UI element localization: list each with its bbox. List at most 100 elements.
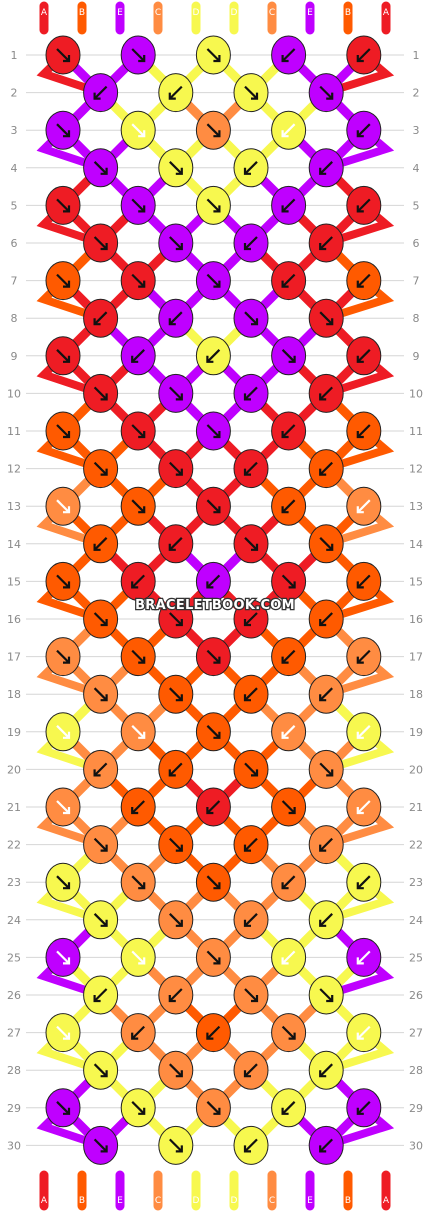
- knot: [308, 223, 344, 263]
- knot-arrow-head: [243, 243, 251, 251]
- row-number-right: 14: [409, 538, 423, 551]
- knot-arrow-shaft: [56, 800, 70, 814]
- knot: [308, 148, 344, 188]
- knot: [308, 825, 344, 865]
- knot-arrow-shaft: [206, 273, 221, 288]
- knot-arrow-head: [100, 167, 108, 175]
- knot: [308, 599, 344, 639]
- knot-arrow-shaft: [93, 161, 108, 175]
- knot-arrow-shaft: [206, 1025, 221, 1040]
- knot-arrow-shaft: [169, 837, 183, 852]
- knot: [45, 185, 81, 225]
- knot-arrow-shaft: [281, 649, 296, 664]
- row-number-right: 4: [413, 162, 420, 175]
- knot: [45, 35, 81, 75]
- knot-arrow-shaft: [93, 1138, 108, 1153]
- knot-arrow-head: [93, 318, 101, 326]
- knot-arrow-head: [63, 1107, 71, 1115]
- knot-arrow-head: [281, 55, 289, 63]
- row-number-left: 2: [11, 87, 18, 100]
- knot-arrow-shaft: [319, 161, 333, 175]
- knot-grid: [45, 35, 382, 1165]
- knot-arrow-head: [288, 1032, 296, 1040]
- strand-label-bottom: C: [155, 1196, 161, 1206]
- knot-arrow-shaft: [93, 236, 108, 250]
- knot-arrow-head: [281, 280, 289, 288]
- knot-arrow-head: [138, 205, 146, 213]
- knot-arrow-shaft: [93, 85, 108, 100]
- knot-arrow-shaft: [319, 762, 333, 777]
- knot-arrow-head: [356, 55, 364, 63]
- knot: [195, 185, 231, 225]
- strand-label-bottom: B: [345, 1196, 351, 1206]
- row-number-right: 6: [413, 237, 420, 250]
- knot: [158, 749, 194, 789]
- knot: [346, 1013, 382, 1053]
- knot: [120, 561, 156, 601]
- knot-arrow-shaft: [131, 1101, 145, 1115]
- knot: [271, 1088, 307, 1128]
- knot-arrow-head: [175, 1145, 183, 1153]
- knot-arrow-head: [319, 243, 327, 251]
- knot-arrow-shaft: [319, 687, 333, 701]
- knot-arrow-head: [251, 318, 259, 326]
- knot-arrow-head: [356, 506, 364, 514]
- knot: [195, 862, 231, 902]
- knot-arrow-shaft: [281, 1025, 296, 1040]
- knot: [271, 261, 307, 301]
- knot-arrow-shaft: [56, 950, 70, 965]
- knot: [158, 73, 194, 113]
- knot-arrow-shaft: [357, 198, 371, 213]
- knot: [233, 825, 269, 865]
- knot-arrow-head: [213, 55, 221, 63]
- knot-arrow-head: [138, 882, 146, 890]
- knot: [83, 749, 119, 789]
- knot-arrow-head: [175, 468, 183, 476]
- knot: [83, 524, 119, 564]
- strand-label-bottom: A: [383, 1196, 390, 1206]
- knot-arrow-shaft: [206, 48, 221, 62]
- knot: [120, 637, 156, 677]
- knot-arrow-head: [168, 995, 176, 1003]
- knot-arrow-shaft: [357, 48, 371, 62]
- knot-arrow-shaft: [56, 273, 70, 288]
- knot-arrow-shaft: [56, 574, 70, 589]
- knot-arrow-head: [63, 1032, 71, 1040]
- knot: [195, 1013, 231, 1053]
- knot: [346, 1088, 382, 1128]
- knot-arrow-head: [251, 543, 259, 551]
- knot-arrow-head: [356, 205, 364, 213]
- knot: [308, 749, 344, 789]
- knot-arrow-shaft: [169, 386, 183, 401]
- knot-arrow-shaft: [169, 762, 183, 777]
- knot-arrow-shaft: [281, 574, 296, 589]
- knot: [120, 261, 156, 301]
- knot-arrow-head: [319, 167, 327, 175]
- knot: [346, 937, 382, 977]
- knot-arrow-shaft: [131, 1025, 145, 1040]
- knot-arrow-head: [213, 431, 221, 439]
- knot: [45, 937, 81, 977]
- knot-arrow-shaft: [206, 950, 221, 965]
- strand-label-top: E: [307, 8, 313, 18]
- knot: [195, 787, 231, 827]
- knot: [195, 637, 231, 677]
- knot-arrow-shaft: [206, 800, 221, 814]
- knot-arrow-shaft: [56, 1101, 70, 1115]
- knot: [271, 336, 307, 376]
- knot-arrow-head: [100, 243, 108, 251]
- knot-arrow-shaft: [93, 988, 108, 1002]
- knot-arrow-shaft: [281, 800, 296, 814]
- knot: [308, 524, 344, 564]
- row-number-left: 17: [7, 651, 21, 664]
- knot: [308, 975, 344, 1015]
- knot: [233, 148, 269, 188]
- knot-arrow-shaft: [281, 875, 296, 889]
- row-number-left: 15: [7, 575, 21, 588]
- row-number-left: 4: [11, 162, 18, 175]
- knot: [346, 787, 382, 827]
- knot-arrow-head: [138, 280, 146, 288]
- strand-label-top: C: [269, 8, 275, 18]
- row-number-right: 5: [413, 199, 420, 212]
- knot-arrow-head: [175, 393, 183, 401]
